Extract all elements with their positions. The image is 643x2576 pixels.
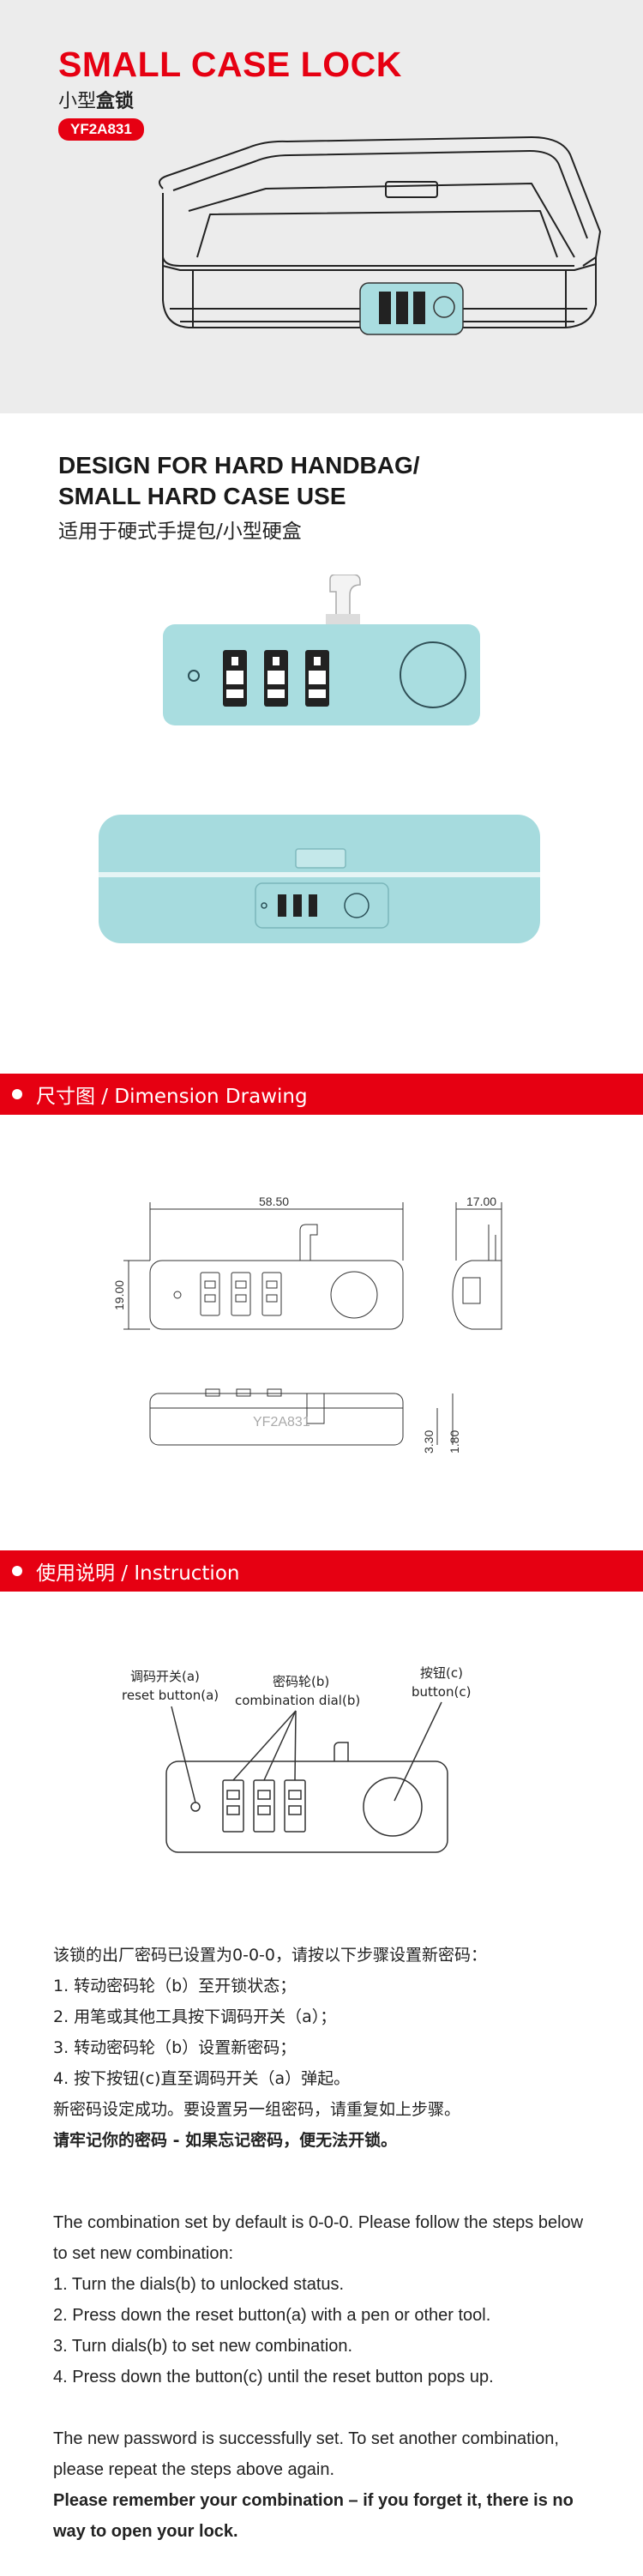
dim-width: 58.50: [259, 1195, 289, 1208]
cn-step-1: 1. 转动密码轮（b）至开锁状态；: [53, 1977, 297, 1995]
en-success: The new password is successfully set. To…: [53, 2429, 559, 2479]
case-front-view: [99, 815, 540, 943]
en-step-2: 2. Press down the reset button(a) with a…: [53, 2306, 491, 2325]
model-badge: YF2A831: [58, 118, 144, 141]
dim-a: 3.30: [422, 1430, 436, 1454]
engraving-text: YF2A831: [253, 1415, 310, 1429]
open-case-illustration: [159, 136, 601, 335]
label-dial-en: combination dial(b): [235, 1693, 360, 1708]
dimension-section-header: 尺寸图 / Dimension Drawing: [0, 1074, 643, 1115]
label-dial-cn: 密码轮(b): [273, 1674, 329, 1689]
cn-step-4: 4. 按下按钮(c)直至调码开关（a）弹起。: [53, 2069, 351, 2088]
en-step-3: 3. Turn dials(b) to set new combination.: [53, 2337, 353, 2356]
dim-height: 19.00: [112, 1280, 126, 1310]
hero-subtitle-prefix: 小型: [58, 91, 97, 112]
hero-lock: [359, 282, 464, 335]
en-intro: The combination set by default is 0-0-0.…: [53, 2213, 584, 2263]
cn-warning: 请牢记你的密码 - 如果忘记密码，便无法开锁。: [53, 2131, 398, 2150]
lock-dials: [223, 650, 329, 707]
instructions-en: The combination set by default is 0-0-0.…: [53, 2207, 602, 2547]
bullet-icon: [12, 1089, 22, 1099]
hero-subtitle-bold: 盒锁: [96, 91, 135, 112]
cn-success: 新密码设定成功。要设置另一组密码，请重复如上步骤。: [53, 2100, 461, 2119]
en-step-4: 4. Press down the button(c) until the re…: [53, 2368, 494, 2386]
cn-step-3: 3. 转动密码轮（b）设置新密码；: [53, 2038, 297, 2057]
en-step-1: 1. Turn the dials(b) to unlocked status.: [53, 2275, 345, 2294]
design-title: DESIGN FOR HARD HANDBAG/ SMALL HARD CASE…: [58, 450, 420, 512]
instruction-section-title: 使用说明 / Instruction: [36, 1562, 240, 1585]
label-reset-en: reset button(a): [122, 1688, 219, 1703]
dimension-drawing: 58.50 19.00 17.00 YF2A831: [112, 1195, 502, 1454]
design-subtitle: 适用于硬式手提包/小型硬盒: [58, 521, 302, 543]
design-title-line1: DESIGN FOR HARD HANDBAG/: [58, 452, 420, 478]
dim-b: 1.80: [448, 1430, 461, 1454]
label-reset-cn: 调码开关(a): [130, 1669, 200, 1684]
instructions-cn: 该锁的出厂密码已设置为0-0-0，请按以下步骤设置新密码： 1. 转动密码轮（b…: [53, 1940, 487, 2156]
lock-front-view: [163, 575, 480, 725]
instruction-diagram: 调码开关(a) reset button(a) 密码轮(b) combinati…: [122, 1665, 471, 1853]
cn-intro: 该锁的出厂密码已设置为0-0-0，请按以下步骤设置新密码：: [53, 1946, 487, 1965]
hero-title: SMALL CASE LOCK: [58, 45, 402, 84]
design-title-line2: SMALL HARD CASE USE: [58, 483, 346, 509]
hero-section: SMALL CASE LOCK 小型盒锁 YF2A831: [0, 0, 643, 413]
cn-step-2: 2. 用笔或其他工具按下调码开关（a）；: [53, 2007, 337, 2026]
hero-subtitle: 小型盒锁: [58, 86, 134, 113]
bullet-icon: [12, 1566, 22, 1576]
dim-depth: 17.00: [466, 1195, 496, 1208]
instruction-section-header: 使用说明 / Instruction: [0, 1550, 643, 1592]
label-button-en: button(c): [412, 1684, 471, 1700]
spacer: [53, 2392, 602, 2423]
en-warning: Please remember your combination – if yo…: [53, 2491, 574, 2541]
label-button-cn: 按钮(c): [420, 1665, 463, 1681]
dimension-section-title: 尺寸图 / Dimension Drawing: [36, 1086, 308, 1108]
